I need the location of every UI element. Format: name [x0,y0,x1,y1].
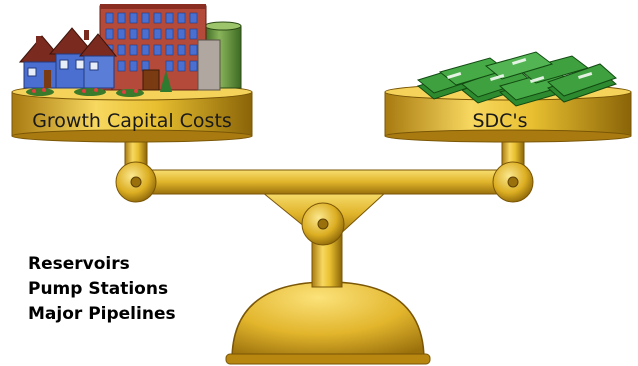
right-joint-knob [492,161,534,203]
center-pivot-knob [301,202,345,246]
buildings-cluster [18,4,242,97]
list-item: Major Pipelines [28,304,176,324]
growth-capital-costs-label: Growth Capital Costs [32,110,232,132]
money-stack-icon [416,51,617,107]
cost-items-list: Reservoirs Pump Stations Major Pipelines [28,252,176,327]
scale-base [225,281,431,365]
houses-icon [18,27,118,89]
flower-beds [26,70,172,97]
scale-beam [133,169,517,195]
list-item: Reservoirs [28,254,130,274]
left-joint-knob [115,161,157,203]
list-item: Pump Stations [28,279,169,299]
sdcs-label: SDC's [472,110,528,132]
